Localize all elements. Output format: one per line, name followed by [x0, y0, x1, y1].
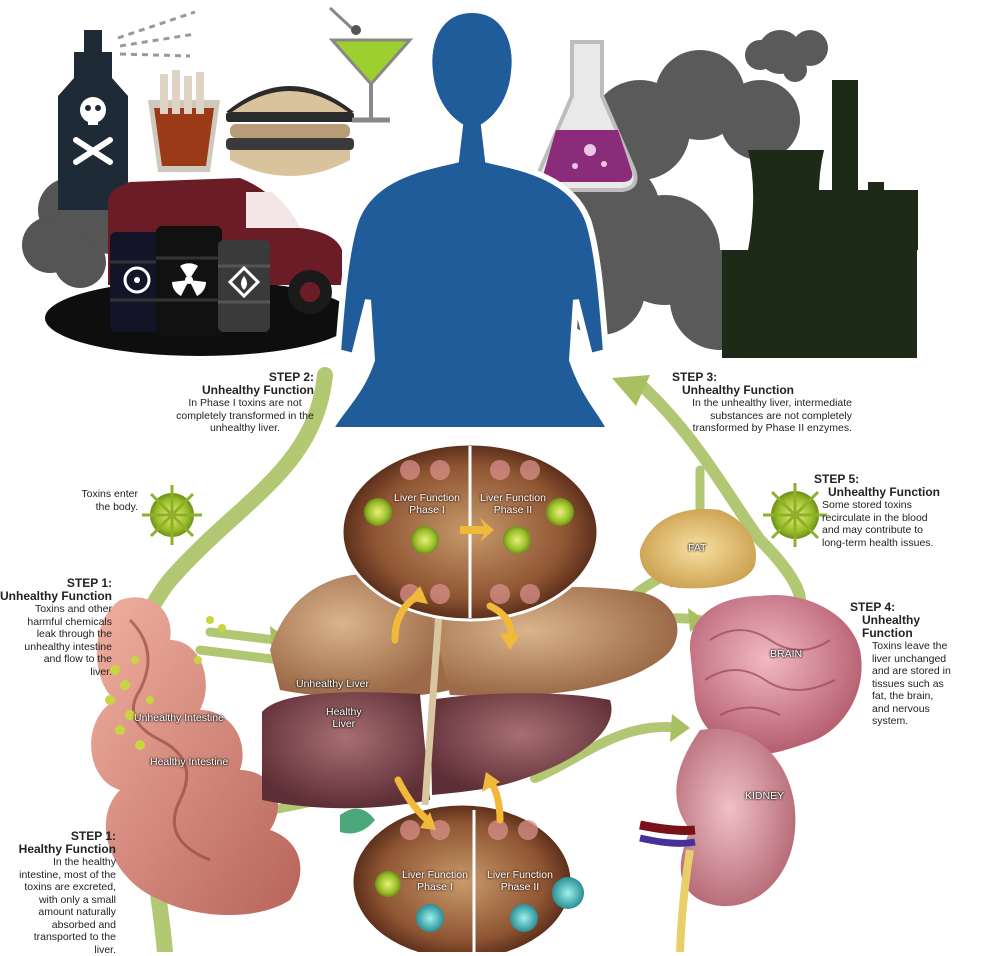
- step1-unhealthy-step: STEP 1:: [66, 576, 112, 590]
- barrels: [110, 226, 270, 336]
- spray-mist: [117, 10, 196, 58]
- brain-illustration: [689, 594, 862, 755]
- unhealthy-liver-label: Unhealthy Liver: [296, 678, 369, 690]
- healthy-liver-label: Healthy Liver: [326, 706, 362, 730]
- fries-icon: [148, 70, 220, 172]
- phase-oval-top: [340, 442, 600, 622]
- biohazard-barrel-icon: [110, 232, 165, 332]
- kidney-label: KIDNEY: [745, 790, 785, 802]
- step1-unhealthy-body: Toxins and other harmful chemicals leak …: [24, 603, 112, 678]
- intestine-illustration: [91, 597, 301, 915]
- factory-icon: [722, 80, 918, 358]
- step4-body: Toxins leave the liver unchanged and are…: [872, 640, 951, 727]
- step4-title: Unhealthy Function: [862, 613, 921, 640]
- top-phase1-label: Liver Function Phase I: [394, 492, 460, 516]
- step1-unhealthy-callout: STEP 1: Unhealthy Function Toxins and ot…: [0, 577, 112, 678]
- step3-body: In the unhealthy liver, intermediate sub…: [692, 397, 852, 434]
- step1-unhealthy-title: Unhealthy Function: [0, 589, 112, 603]
- phase-oval-bottom: [350, 802, 584, 952]
- unhealthy-intestine-label: Unhealthy Intestine: [134, 712, 224, 724]
- poison-bottle-icon: [58, 30, 128, 210]
- step1-healthy-step: STEP 1:: [70, 829, 116, 843]
- martini-icon: [328, 6, 414, 123]
- step2-body: In Phase I toxins are not completely tra…: [176, 397, 314, 434]
- step2-step: STEP 2:: [268, 370, 314, 384]
- step1-healthy-callout: STEP 1: Healthy Function In the healthy …: [14, 830, 116, 956]
- yellow-arrowheads: [408, 586, 520, 830]
- toxin-particle-icon: [142, 483, 827, 547]
- fat-label: FAT: [688, 542, 707, 554]
- toxins-enter-label: Toxins enter the body.: [81, 488, 138, 513]
- fat-illustration: [639, 509, 756, 589]
- bottom-phase1-label: Liver Function Phase I: [402, 869, 468, 893]
- step5-step: STEP 5:: [814, 472, 860, 486]
- step3-step: STEP 3:: [672, 370, 718, 384]
- step2-title: Unhealthy Function: [202, 383, 314, 397]
- flammable-barrel-icon: [218, 240, 270, 332]
- step1-healthy-title: Healthy Function: [18, 842, 116, 856]
- step5-callout: STEP 5: Unhealthy Function Some stored t…: [814, 473, 942, 549]
- step1-healthy-body: In the healthy intestine, most of the to…: [19, 856, 116, 956]
- burger-icon: [226, 86, 354, 176]
- step2-callout: STEP 2: Unhealthy Function In Phase I to…: [176, 371, 314, 435]
- top-phase2-label: Liver Function Phase II: [480, 492, 546, 516]
- step3-title: Unhealthy Function: [682, 383, 794, 397]
- bottom-phase2-label: Liver Function Phase II: [487, 869, 553, 893]
- step5-title: Unhealthy Function: [828, 485, 940, 499]
- kidney-illustration: [639, 728, 796, 952]
- healthy-intestine-label: Healthy Intestine: [150, 756, 229, 768]
- step4-callout: STEP 4: Unhealthy Function Toxins leave …: [850, 601, 960, 728]
- step5-body: Some stored toxins recirculate in the bl…: [822, 499, 934, 549]
- step3-callout: STEP 3: Unhealthy Function In the unheal…: [672, 371, 852, 435]
- brain-label: BRAIN: [770, 648, 803, 660]
- step4-step: STEP 4:: [850, 600, 896, 614]
- radiation-barrel-icon: [156, 226, 222, 336]
- human-silhouette: [325, 6, 615, 433]
